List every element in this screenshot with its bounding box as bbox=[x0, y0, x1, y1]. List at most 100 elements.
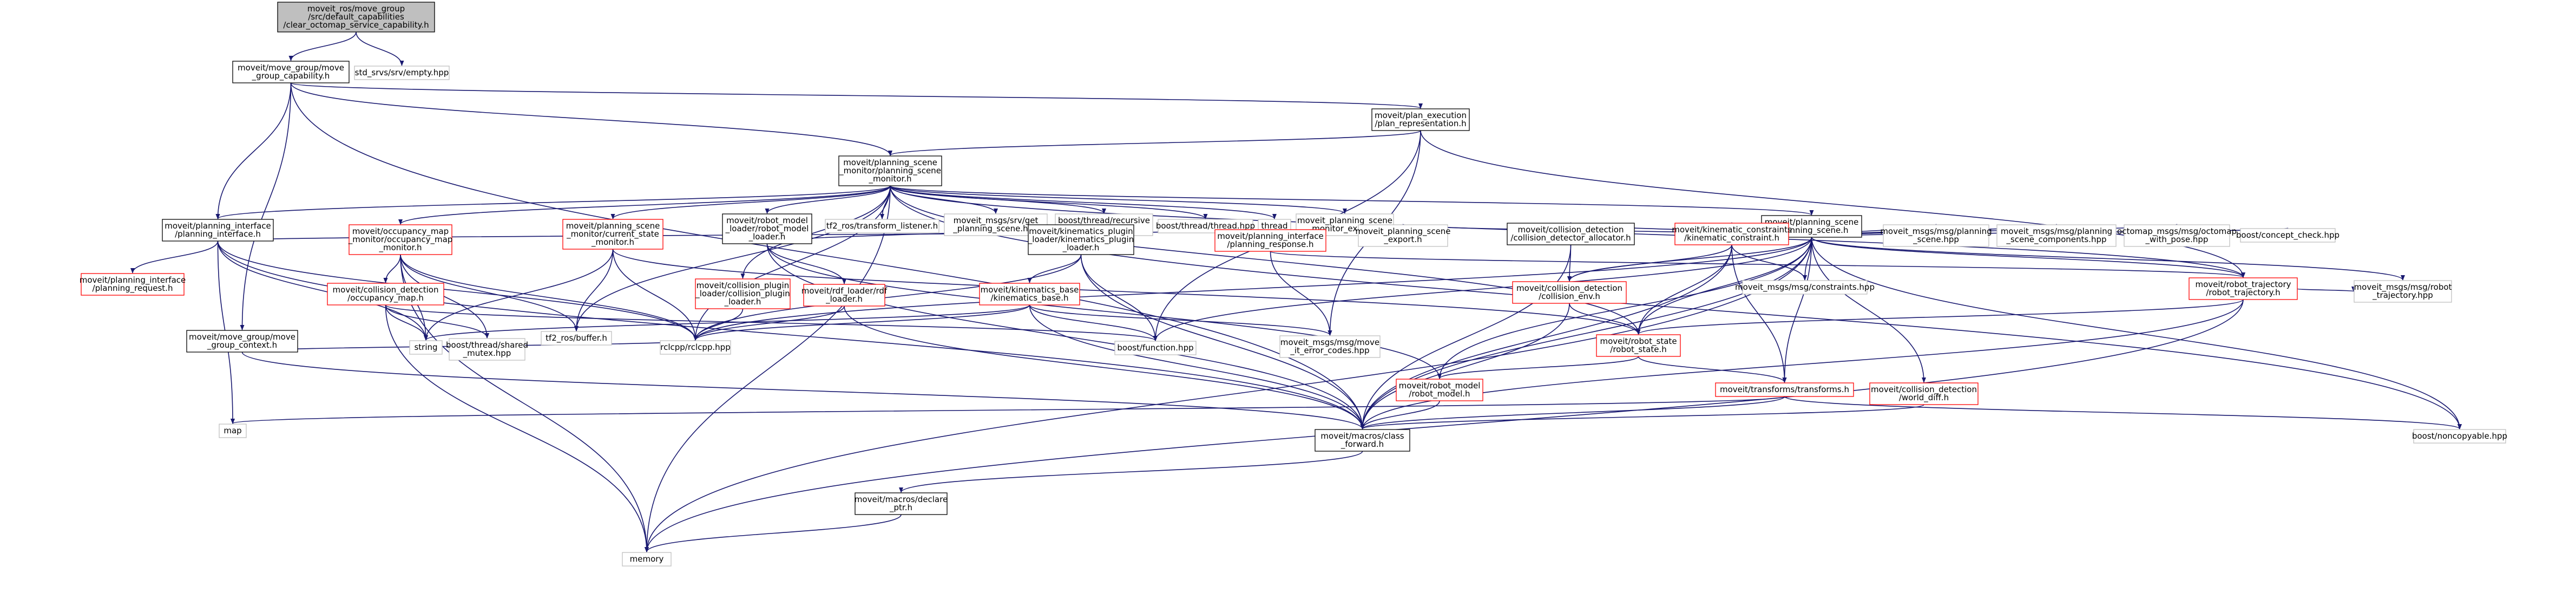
node-box bbox=[2240, 228, 2336, 243]
node-mps[interactable]: moveit_msgs/msg/planning_scene.hpp bbox=[1880, 224, 1992, 247]
node-psm[interactable]: moveit/planning_scene_monitor/planning_s… bbox=[838, 155, 942, 186]
node-box bbox=[1114, 341, 1197, 355]
node-label-line: boost/noncopyable.hpp bbox=[2412, 431, 2507, 441]
edge-kpl-to-bfunc bbox=[1080, 254, 1158, 341]
node-box bbox=[1715, 382, 1854, 397]
node-psexp2[interactable]: moveit_planning_scene_export.h bbox=[1355, 224, 1451, 247]
node-ocmap[interactable]: moveit/collision_detection/occupancy_map… bbox=[327, 283, 444, 305]
node-string[interactable]: string bbox=[409, 340, 443, 355]
node-mgctx[interactable]: moveit/move_group/move_group_context.h bbox=[186, 330, 298, 353]
node-box bbox=[1996, 224, 2117, 247]
node-rt[interactable]: moveit/robot_trajectory/robot_trajectory… bbox=[2189, 277, 2298, 300]
node-label-line: moveit/collision_detection bbox=[1518, 225, 1624, 235]
node-mrt[interactable]: moveit_msgs/msg/robot_trajectory.hpp bbox=[2354, 280, 2452, 303]
edge-ps-to-wd bbox=[1811, 237, 1926, 383]
edge-rt-to-memory bbox=[645, 299, 2244, 552]
node-map[interactable]: map bbox=[219, 424, 247, 438]
node-trans[interactable]: moveit/transforms/transforms.h bbox=[1715, 382, 1854, 397]
node-bfunc[interactable]: boost/function.hpp bbox=[1114, 341, 1197, 355]
node-rm[interactable]: moveit/robot_model/robot_model.h bbox=[1396, 379, 1483, 401]
edge-csm-to-string bbox=[424, 249, 614, 341]
node-memory[interactable]: memory bbox=[622, 552, 672, 567]
edge-rml-to-rdf bbox=[766, 243, 846, 284]
node-noncopy[interactable]: boost/noncopyable.hpp bbox=[2412, 429, 2507, 444]
node-rs[interactable]: moveit/robot_state/robot_state.h bbox=[1596, 334, 1681, 357]
node-pii[interactable]: moveit/planning_interface/planning_inter… bbox=[162, 219, 274, 242]
node-label-line: /robot_model.h bbox=[1409, 389, 1470, 399]
node-pires[interactable]: moveit/planning_interface/planning_respo… bbox=[1214, 229, 1326, 252]
node-pireq[interactable]: moveit/planning_interface/planning_reque… bbox=[80, 273, 186, 296]
edge-rt-to-rs bbox=[1636, 299, 2244, 335]
edge-csm-to-rs bbox=[612, 249, 1641, 335]
node-label-line: moveit/planning_scene bbox=[843, 158, 937, 168]
node-decl[interactable]: moveit/macros/declare_ptr.h bbox=[855, 492, 948, 515]
edge-cfwd-to-decl bbox=[899, 451, 1363, 493]
node-box bbox=[541, 331, 612, 346]
node-shmutex[interactable]: boost/thread/shared_mutex.hpp bbox=[446, 338, 528, 361]
node-label-line: /occupancy_map.h bbox=[347, 293, 424, 303]
edge-wd-to-cfwd bbox=[1360, 404, 1924, 430]
node-box bbox=[327, 283, 444, 305]
node-label-line: _loader/kinematics_plugin bbox=[1028, 235, 1134, 245]
node-label-line: moveit/plan_execution bbox=[1375, 110, 1467, 121]
node-mpsc[interactable]: moveit_msgs/msg/planning_scene_component… bbox=[1996, 224, 2117, 247]
node-rml[interactable]: moveit/robot_model_loader/robot_model_lo… bbox=[722, 213, 812, 244]
node-label-line: moveit_msgs/msg/robot bbox=[2354, 282, 2452, 292]
edge-trans-to-map bbox=[231, 396, 1785, 424]
node-wd[interactable]: moveit/collision_detection/world_diff.h bbox=[1869, 382, 1979, 405]
edge-root-to-mgc bbox=[288, 31, 357, 61]
edge-ocmap-to-shmutex bbox=[385, 304, 489, 339]
nodes-layer: moveit_ros/move_group/src/default_capabi… bbox=[80, 2, 2507, 567]
node-box bbox=[660, 340, 731, 355]
node-label-line: moveit/robot_trajectory bbox=[2195, 279, 2291, 290]
node-kc[interactable]: moveit/kinematic_constraints/kinematic_c… bbox=[1672, 223, 1792, 245]
edge-kpl-to-kb bbox=[1027, 254, 1082, 283]
node-label-line: moveit/move_group/move bbox=[238, 63, 344, 73]
node-label-line: tf2_ros/transform_listener.h bbox=[826, 221, 938, 231]
node-ocmon[interactable]: moveit/occupancy_map_monitor/occupancy_m… bbox=[348, 224, 453, 255]
edge-ps-to-rt bbox=[1811, 237, 2245, 278]
node-tf2buf[interactable]: tf2_ros/buffer.h bbox=[541, 331, 612, 346]
node-label-line: thread bbox=[1261, 221, 1287, 231]
node-kpl[interactable]: moveit/kinematics_plugin_loader/kinemati… bbox=[1028, 224, 1134, 255]
node-gps[interactable]: moveit_msgs/srv/get_planning_scene.hpp bbox=[944, 213, 1048, 236]
node-label-line: _mutex.hpp bbox=[463, 348, 511, 359]
node-mgc[interactable]: moveit/move_group/move_group_capability.… bbox=[232, 61, 350, 83]
node-box bbox=[354, 66, 450, 80]
node-rclcpp[interactable]: rclcpp/rclcpp.hpp bbox=[660, 340, 731, 355]
node-box bbox=[1214, 229, 1326, 252]
edge-ps-to-trans bbox=[1782, 237, 1812, 383]
edge-psm-to-cpl bbox=[740, 185, 891, 279]
node-ccheck[interactable]: boost/concept_check.hpp bbox=[2236, 228, 2340, 243]
edge-ps-to-mrt bbox=[1811, 237, 2405, 281]
node-std_srvs[interactable]: std_srvs/srv/empty.hpp bbox=[354, 66, 450, 80]
node-rdf[interactable]: moveit/rdf_loader/rdf_loader.h bbox=[801, 284, 888, 307]
node-per[interactable]: moveit/plan_execution/plan_representatio… bbox=[1371, 108, 1470, 131]
node-box bbox=[562, 219, 663, 250]
node-label-line: /kinematics_base.h bbox=[990, 293, 1068, 303]
node-constr[interactable]: moveit_msgs/msg/constraints.hpp bbox=[1735, 280, 1875, 295]
node-label-line: string bbox=[414, 342, 437, 352]
node-kb[interactable]: moveit/kinematics_base/kinematics_base.h bbox=[979, 283, 1080, 305]
node-csm[interactable]: moveit/planning_scene_monitor/current_st… bbox=[562, 219, 663, 250]
node-label-line: boost/concept_check.hpp bbox=[2236, 230, 2340, 240]
node-errc[interactable]: moveit_msgs/msg/move_it_error_codes.hpp bbox=[1279, 335, 1381, 358]
node-root[interactable]: moveit_ros/move_group/src/default_capabi… bbox=[277, 2, 435, 32]
node-cpl[interactable]: moveit/collision_plugin_loader/collision… bbox=[695, 278, 791, 309]
edge-cda-to-cfwd bbox=[1360, 244, 1572, 430]
node-label-line: _forward.h bbox=[1340, 439, 1384, 450]
edge-psm-to-rml bbox=[765, 185, 891, 214]
node-cda[interactable]: moveit/collision_detection/collision_det… bbox=[1507, 223, 1635, 245]
node-cenv[interactable]: moveit/collision_detection/collision_env… bbox=[1512, 281, 1627, 304]
node-label-line: _with_pose.hpp bbox=[2145, 235, 2209, 245]
node-tf2tl[interactable]: tf2_ros/transform_listener.h bbox=[825, 219, 939, 233]
edge-ocmap-to-memory bbox=[385, 304, 649, 552]
node-cfwd[interactable]: moveit/macros/class_forward.h bbox=[1315, 429, 1410, 452]
node-label-line: moveit/collision_detection bbox=[333, 285, 439, 295]
node-octo[interactable]: octomap_msgs/msg/octomap_with_pose.hpp bbox=[2117, 224, 2237, 247]
edge-ocmon-to-ocmap bbox=[383, 254, 401, 283]
node-label-line: /plan_representation.h bbox=[1375, 119, 1466, 129]
edge-root-to-std_srvs bbox=[356, 31, 404, 66]
node-label-line: moveit_planning_scene bbox=[1355, 226, 1450, 237]
